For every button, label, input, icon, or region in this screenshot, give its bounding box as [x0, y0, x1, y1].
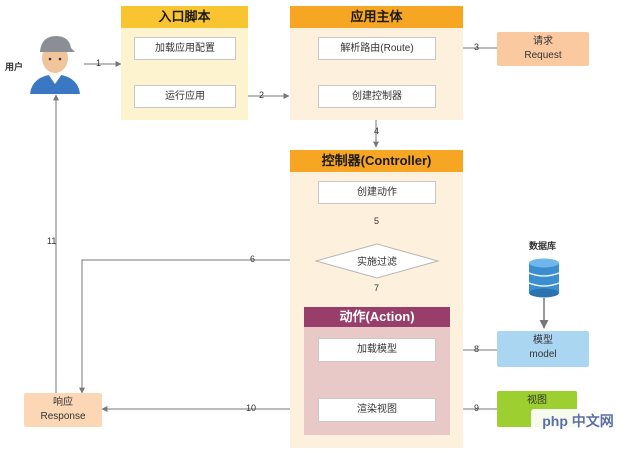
edge-label-9: 9 [474, 403, 480, 413]
request-label-cn: 请求 [533, 36, 553, 47]
edge-label-11: 11 [47, 236, 57, 246]
edge-label-8: 8 [474, 344, 480, 354]
parse-route-node: 解析路由(Route) [318, 37, 436, 60]
database-label: 数据库 [529, 241, 557, 251]
entry-script-title: 入口脚本 [121, 6, 248, 28]
request-box: 请求 Request [497, 32, 589, 66]
view-label-cn: 视图 [527, 395, 547, 406]
edge-6 [79, 259, 316, 394]
model-label-cn: 模型 [533, 335, 553, 346]
response-label-en: Response [40, 411, 86, 422]
user-label: 用户 [5, 62, 24, 72]
edge-label-4: 4 [374, 126, 380, 136]
watermark-text: php 中文网 [542, 413, 614, 429]
user-icon [30, 36, 80, 94]
load-model-node: 加载模型 [318, 338, 436, 362]
edge-label-10: 10 [246, 403, 257, 413]
request-label-en: Request [524, 50, 562, 61]
database-icon [528, 258, 560, 298]
model-label-en: model [529, 349, 557, 360]
watermark-badge: php 中文网 [531, 409, 625, 433]
edge-label-1: 1 [96, 58, 102, 68]
edge-label-2: 2 [259, 90, 265, 100]
action-title: 动作(Action) [304, 307, 450, 327]
load-config-node: 加载应用配置 [134, 37, 236, 60]
edge-label-7: 7 [374, 283, 380, 293]
edge-label-5: 5 [374, 216, 380, 226]
filter-decision-shape [314, 243, 440, 279]
application-title: 应用主体 [290, 6, 463, 28]
render-view-node: 渲染视图 [318, 398, 436, 422]
model-box: 模型 model [497, 331, 589, 367]
controller-title: 控制器(Controller) [290, 150, 463, 172]
edge-label-6: 6 [250, 254, 256, 264]
create-controller-node: 创建控制器 [318, 85, 436, 108]
response-box: 响应 Response [24, 393, 102, 427]
response-label-cn: 响应 [53, 397, 73, 408]
edge-label-3: 3 [474, 42, 480, 52]
create-action-node: 创建动作 [318, 181, 436, 204]
run-app-node: 运行应用 [134, 85, 236, 108]
filter-decision-label: 实施过滤 [357, 257, 397, 268]
